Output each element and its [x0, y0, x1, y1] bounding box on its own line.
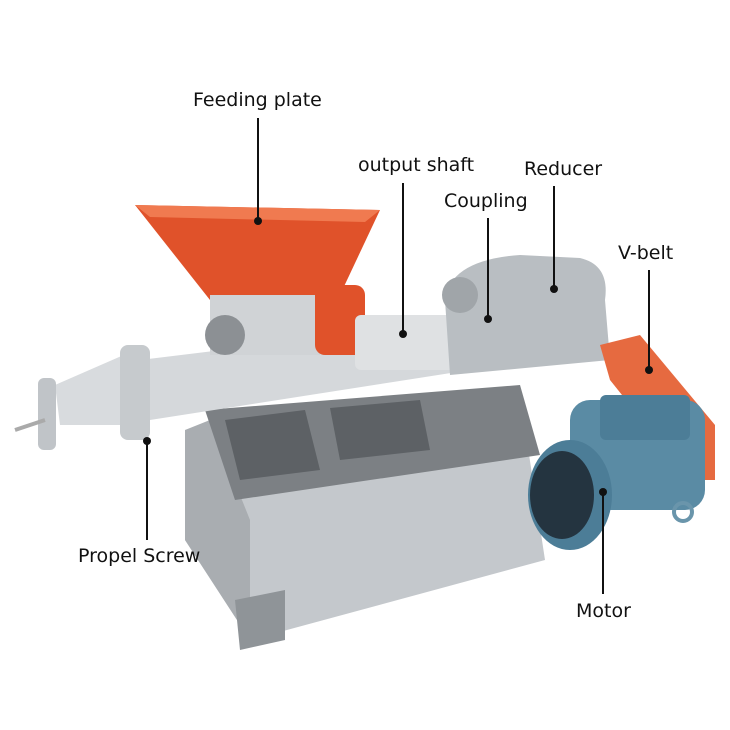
label-coupling: Coupling [444, 190, 528, 212]
label-propel-screw: Propel Screw [78, 545, 201, 567]
leader-dot-coupling [484, 315, 492, 323]
leader-line-motor [602, 492, 604, 594]
leader-line-coupling [487, 218, 489, 318]
leader-line-output-shaft [402, 183, 404, 334]
leader-dot-v-belt [645, 366, 653, 374]
leader-dot-output-shaft [399, 330, 407, 338]
label-reducer: Reducer [524, 158, 603, 180]
leader-line-reducer [553, 186, 555, 290]
label-output-shaft: output shaft [358, 154, 475, 176]
leader-dot-motor [599, 488, 607, 496]
leader-dot-propel-screw [143, 437, 151, 445]
leader-line-propel-screw [146, 440, 148, 540]
label-motor: Motor [576, 600, 631, 622]
label-feeding-plate: Feeding plate [193, 89, 322, 111]
leader-line-feeding-plate [257, 118, 259, 221]
label-v-belt: V-belt [618, 242, 674, 264]
leader-line-v-belt [648, 270, 650, 370]
leader-dot-feeding-plate [254, 217, 262, 225]
leader-dot-reducer [550, 285, 558, 293]
